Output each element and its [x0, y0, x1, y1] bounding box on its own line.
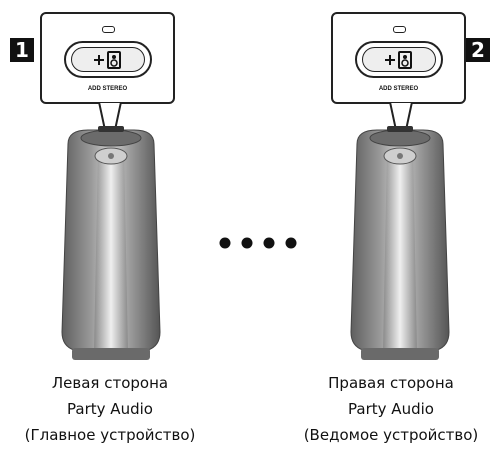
- caption-left-line-3: (Главное устройство): [24, 426, 196, 444]
- led-indicator-icon: [393, 26, 406, 33]
- caption-right-line-3: (Ведомое устройство): [303, 426, 479, 444]
- step-badge-1: 1: [10, 38, 34, 62]
- led-indicator-icon: [102, 26, 115, 33]
- add-stereo-label: ADD STEREO: [87, 86, 128, 92]
- speaker-right: [350, 126, 450, 360]
- ellipsis-dots: [219, 237, 297, 249]
- button-callout-left: ADD STEREO: [40, 12, 175, 104]
- step-badge-2: 2: [466, 38, 490, 62]
- caption-left-line-1: Левая сторона: [51, 374, 169, 392]
- caption-right-line-2: Party Audio: [348, 400, 434, 418]
- add-stereo-button[interactable]: [64, 41, 152, 78]
- add-stereo-icon: [94, 50, 121, 69]
- add-stereo-label: ADD STEREO: [378, 86, 419, 92]
- button-callout-right: ADD STEREO: [331, 12, 466, 104]
- caption-right: Правая сторона Party Audio (Ведомое устр…: [281, 370, 501, 448]
- caption-left-line-2: Party Audio: [67, 400, 153, 418]
- add-stereo-icon: [385, 50, 412, 69]
- speaker-left: [61, 126, 161, 360]
- add-stereo-button[interactable]: [355, 41, 443, 78]
- caption-right-line-1: Правая сторона: [328, 374, 454, 392]
- caption-left: Левая сторона Party Audio (Главное устро…: [0, 370, 220, 448]
